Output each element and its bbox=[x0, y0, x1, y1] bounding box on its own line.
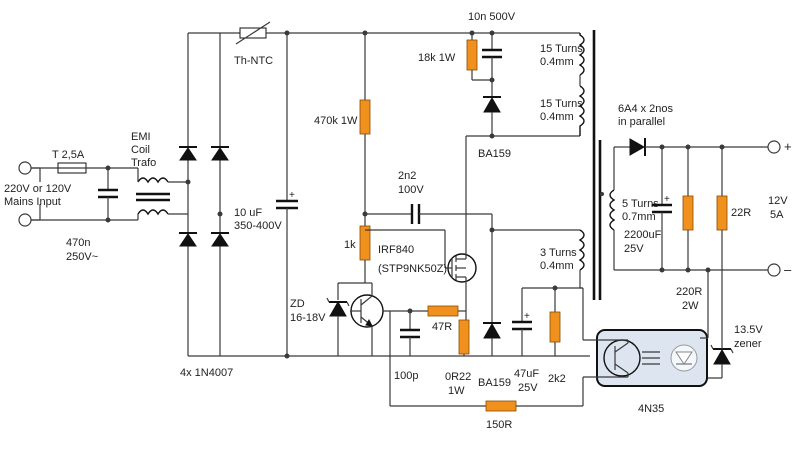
zener-diode-13v5: 13.5V zener bbox=[700, 318, 763, 379]
mosfet-label-line2: (STP9NK50Z) bbox=[378, 263, 447, 275]
mosfet: IRF840 (STP9NK50Z) bbox=[365, 136, 477, 320]
out-cap-plus: + bbox=[664, 194, 670, 205]
control-transistor bbox=[350, 282, 428, 356]
r2k2-label: 2k2 bbox=[548, 373, 566, 385]
capacitor-100p: 100p bbox=[394, 308, 420, 382]
emi-label-line2: Coil bbox=[131, 144, 150, 156]
x-cap-label-line2: 250V~ bbox=[66, 251, 98, 263]
mains-label-line1: 220V or 120V bbox=[4, 183, 72, 195]
output-rectifier: 6A4 x 2nos in parallel bbox=[614, 103, 768, 156]
bridge-diode-3 bbox=[179, 233, 197, 247]
out-cap-label-line2: 25V bbox=[624, 243, 644, 255]
winding2-label-line1: 15 Turns bbox=[540, 98, 583, 110]
bulk-cap-label-line2: 350-400V bbox=[234, 220, 282, 232]
zener-label-line2: 16-18V bbox=[290, 312, 326, 324]
r220r-label-line1: 220R bbox=[676, 286, 702, 298]
rect-label-line2: in parallel bbox=[618, 116, 665, 128]
r18k-label: 18k 1W bbox=[418, 52, 456, 64]
ntc-label: Th-NTC bbox=[234, 55, 273, 67]
output-label-line2: 5A bbox=[770, 209, 784, 221]
resistor-150r: 150R bbox=[389, 311, 584, 431]
winding1-label-line2: 0.4mm bbox=[540, 56, 574, 68]
cap-47uf-plus: + bbox=[524, 311, 530, 322]
zener2-label-line1: 13.5V bbox=[734, 324, 763, 336]
opto-label: 4N35 bbox=[638, 403, 664, 415]
output-label-line1: 12V bbox=[768, 195, 788, 207]
fuse: T 2,5A bbox=[31, 149, 138, 174]
capacitor-2n2: 2n2 100V bbox=[365, 170, 492, 224]
resistor-22r: 22R bbox=[716, 144, 751, 318]
ntc-thermistor: Th-NTC bbox=[234, 21, 472, 67]
sec-label-line2: 0.7mm bbox=[622, 211, 656, 223]
mains-terminal-top bbox=[18, 161, 32, 175]
output-terminal-plus bbox=[767, 140, 781, 154]
mains-terminal-bottom bbox=[18, 213, 32, 227]
winding1-label-line1: 15 Turns bbox=[540, 43, 583, 55]
bulk-cap-plus: + bbox=[289, 190, 295, 201]
r22r-label: 22R bbox=[731, 207, 751, 219]
ba159-lower-label: BA159 bbox=[478, 377, 511, 389]
snubber-cap-label: 10n 500V bbox=[468, 11, 516, 23]
cap-47uf-label-line2: 25V bbox=[518, 382, 538, 394]
cap-100p-label: 100p bbox=[394, 370, 418, 382]
resistor-47r: 47R bbox=[427, 305, 466, 333]
emi-label-line1: EMI bbox=[131, 131, 151, 143]
rect-label-line1: 6A4 x 2nos bbox=[618, 103, 674, 115]
r220r-label-line2: 2W bbox=[682, 300, 699, 312]
out-cap-label-line1: 2200uF bbox=[624, 229, 662, 241]
optocoupler: 4N35 bbox=[583, 270, 709, 415]
bridge-diode-2 bbox=[211, 147, 229, 161]
cap-47uf-label-line1: 47uF bbox=[514, 368, 539, 380]
ba159-upper-label: BA159 bbox=[478, 148, 511, 160]
winding2-label-line2: 0.4mm bbox=[540, 111, 574, 123]
capacitor-47uf: + 47uF 25V bbox=[512, 288, 539, 394]
aux-rectifier: BA159 bbox=[478, 214, 580, 389]
aux-label-line1: 3 Turns bbox=[540, 247, 577, 259]
zener2-label-line2: zener bbox=[734, 338, 762, 350]
transformer: 15 Turns 0.4mm 15 Turns 0.4mm 3 Turns 0.… bbox=[540, 30, 659, 300]
startup-resistor-470k: 470k 1W bbox=[314, 30, 371, 226]
bulk-cap-label-line1: 10 uF bbox=[234, 207, 262, 219]
cap-2n2-label-line1: 2n2 bbox=[398, 170, 416, 182]
mains-label-line2: Mains Input bbox=[4, 196, 61, 208]
sense-resistor-0r22: 0R22 1W bbox=[445, 319, 471, 397]
bridge-label: 4x 1N4007 bbox=[180, 367, 233, 379]
output-terminals: + – 12V 5A bbox=[614, 139, 792, 277]
zener-label-line1: ZD bbox=[290, 298, 305, 310]
resistor-1k: 1k bbox=[344, 211, 371, 283]
x-capacitor: 470n 250V~ bbox=[31, 165, 138, 263]
emi-coil: EMI Coil Trafo bbox=[131, 131, 188, 220]
zener-diode-zd: ZD 16-18V bbox=[290, 282, 365, 356]
bridge-diode-4 bbox=[211, 233, 229, 247]
fuse-label: T 2,5A bbox=[52, 149, 85, 161]
cap-2n2-label-line2: 100V bbox=[398, 184, 424, 196]
r1k-label: 1k bbox=[344, 239, 356, 251]
r0r22-label-line1: 0R22 bbox=[445, 371, 471, 383]
resistor-220r: 220R 2W bbox=[676, 144, 702, 312]
r47r-label: 47R bbox=[432, 321, 452, 333]
emi-label-line3: Trafo bbox=[131, 157, 156, 169]
x-cap-label-line1: 470n bbox=[66, 237, 90, 249]
output-plus-label: + bbox=[784, 139, 792, 154]
r0r22-label-line2: 1W bbox=[448, 385, 465, 397]
bridge-diode-1 bbox=[179, 147, 197, 161]
sec-label-line1: 5 Turns bbox=[622, 198, 659, 210]
resistor-2k2: 2k2 bbox=[522, 285, 584, 385]
aux-label-line2: 0.4mm bbox=[540, 260, 574, 272]
bulk-capacitor: + 10 uF 350-400V bbox=[234, 30, 298, 359]
output-terminal-minus bbox=[767, 263, 781, 277]
snubber-network: 10n 500V 18k 1W BA159 bbox=[418, 11, 580, 160]
output-minus-label: – bbox=[784, 262, 792, 277]
mosfet-label-line1: IRF840 bbox=[378, 244, 414, 256]
bridge-rectifier: 4x 1N4007 bbox=[179, 32, 590, 379]
output-capacitor: + 2200uF 25V bbox=[624, 144, 672, 270]
r150r-label: 150R bbox=[486, 419, 512, 431]
r470k-label: 470k 1W bbox=[314, 115, 358, 127]
